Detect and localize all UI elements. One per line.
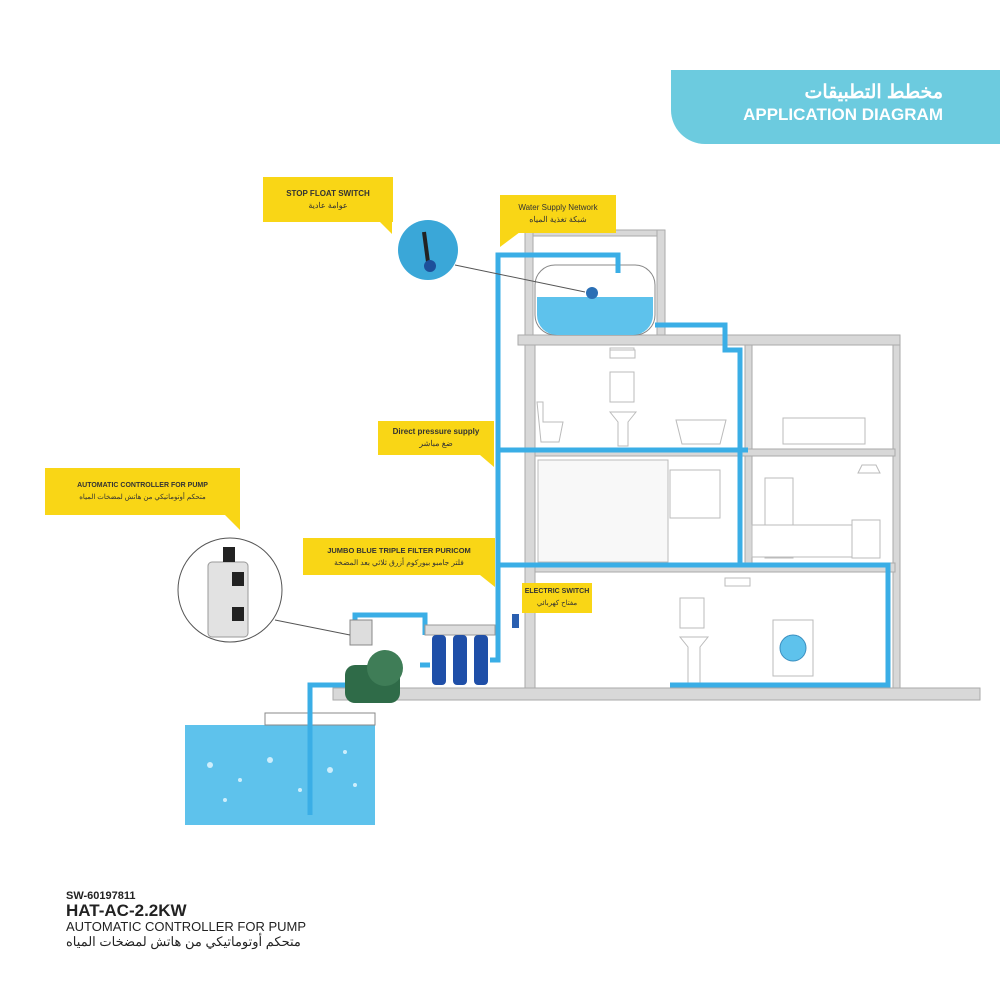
ground-reservoir (185, 712, 376, 825)
triple-filter (424, 624, 496, 685)
label-text-en: Water Supply Network (518, 203, 598, 212)
label-text-en: AUTOMATIC CONTROLLER FOR PUMP (77, 481, 208, 489)
label-text-en: JUMBO BLUE TRIPLE FILTER PURICOM (327, 545, 471, 555)
title-arabic: مخطط التطبيقات (804, 82, 943, 103)
product-model: HAT-AC-2.2KW (66, 901, 187, 920)
product-info: SW-60197811 HAT-AC-2.2KW AUTOMATIC CONTR… (66, 890, 306, 949)
label-text-ar: متحكم أوتوماتيكي من هاتش لمضخات المياه (79, 493, 206, 501)
controller-callout (177, 537, 351, 643)
rooftop-tank (534, 264, 656, 336)
label-automatic-controller: AUTOMATIC CONTROLLER FOR PUMP متحكم أوتو… (45, 468, 240, 515)
label-direct-pressure-supply: Direct pressure supply ضغ مباشر (378, 421, 494, 455)
title-english: APPLICATION DIAGRAM (743, 105, 943, 124)
label-text-ar: مفتاح كهربائي (536, 600, 578, 607)
label-text-en: ELECTRIC SWITCH (524, 588, 590, 595)
label-text-en: STOP FLOAT SWITCH (286, 188, 370, 198)
electric-switch-icon (512, 614, 519, 628)
pump (345, 619, 403, 703)
label-text-en: Direct pressure supply (392, 427, 480, 436)
title-banner: مخطط التطبيقات APPLICATION DIAGRAM (671, 70, 1000, 144)
label-stop-float-switch: STOP FLOAT SWITCH عوامة عادية (263, 177, 393, 222)
callout-tails (225, 222, 520, 587)
label-text-ar: ضغ مباشر (419, 439, 453, 448)
label-water-supply-network: Water Supply Network شبكة تغذية المياه (500, 195, 616, 233)
float-switch-callout (398, 220, 586, 293)
label-text-ar: شبكة تغذية المياه (529, 215, 587, 224)
product-name-en: AUTOMATIC CONTROLLER FOR PUMP (66, 919, 307, 934)
label-electric-switch: ELECTRIC SWITCH مفتاح كهربائي (522, 583, 592, 613)
label-text-ar: عوامة عادية (308, 200, 348, 210)
interior-fixtures (536, 347, 881, 688)
label-jumbo-blue-filter: JUMBO BLUE TRIPLE FILTER PURICOM فلتر جا… (303, 538, 495, 575)
label-text-ar: فلتر جامبو بيوركوم أزرق ثلاثي بعد المضخة (334, 557, 464, 567)
product-name-ar: متحكم أوتوماتيكي من هاتش لمضخات المياه (66, 934, 301, 949)
product-sku: SW-60197811 (66, 890, 136, 902)
